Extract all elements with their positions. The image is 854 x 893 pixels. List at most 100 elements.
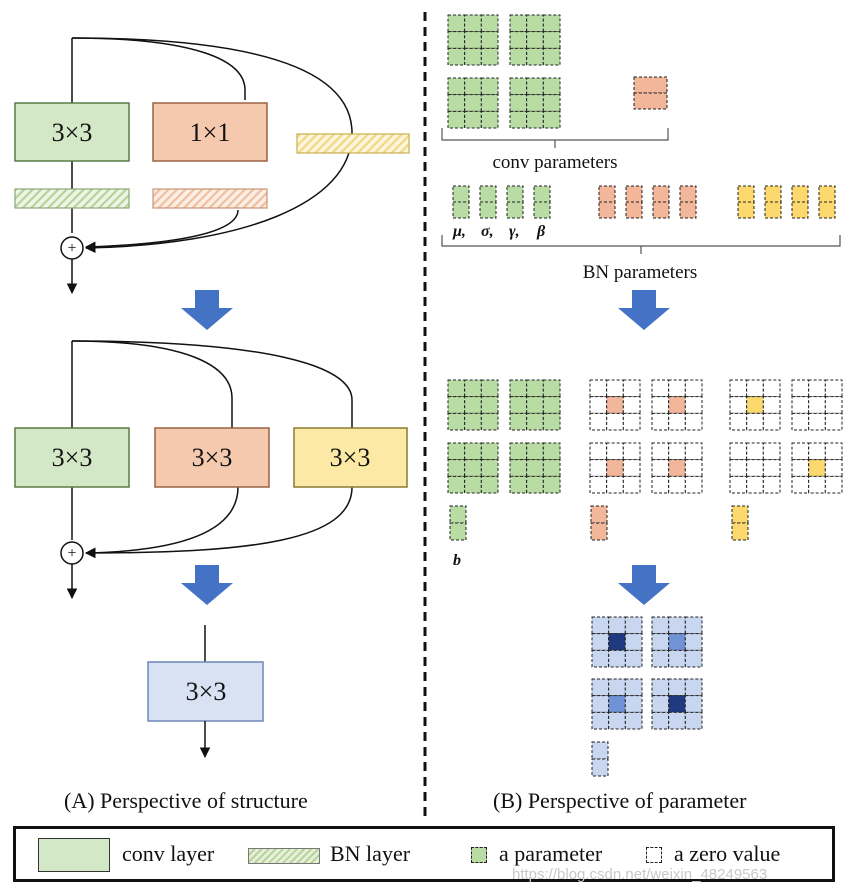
- identity-kernel-cell: [746, 379, 764, 398]
- bias-green-cell: [449, 505, 467, 524]
- final-blue-kernel-cell: [684, 695, 703, 713]
- padded-1x1-kernel-cell: [622, 412, 641, 431]
- conv-brace: [441, 128, 669, 148]
- conv-param-green-kernel-cell: [464, 110, 482, 129]
- conv-1x1-label: 1×1: [190, 118, 231, 147]
- padded-1x1-kernel-cell: [668, 396, 686, 414]
- parameter-grids: [447, 14, 843, 777]
- conv-3x3-box: [14, 102, 130, 162]
- padded-1x1-kernel-cell: [651, 412, 670, 431]
- identity-kernel-cell: [824, 459, 843, 477]
- conv-param-green-kernel-cell: [464, 47, 482, 66]
- bn-symbol-mu: μ,: [452, 223, 466, 240]
- conv-parameters-label: conv parameters: [492, 152, 617, 173]
- final-blue-kernel-cell: [624, 711, 643, 730]
- conv-param-green-kernel-cell: [480, 14, 499, 33]
- conv-param-green-kernel-cell: [464, 14, 482, 33]
- conv-3x3-orange-label: 3×3: [192, 443, 233, 472]
- identity-kernel-cell: [729, 459, 748, 477]
- conv-param-green-kernel-cell: [509, 14, 528, 33]
- bn-param-orange-cell: [598, 185, 616, 203]
- identity-kernel-cell: [791, 412, 810, 431]
- caption-structure: (A) Perspective of structure: [64, 788, 308, 813]
- fused-green-kernel-cell: [480, 442, 499, 461]
- bn-param-orange-cell: [652, 185, 670, 203]
- padded-1x1-kernel-cell: [606, 475, 624, 494]
- padded-1x1-kernel-cell: [668, 442, 686, 461]
- legend-parameter-label: a parameter: [499, 841, 603, 866]
- final-blue-kernel-cell: [668, 695, 686, 713]
- identity-kernel-cell: [746, 475, 764, 494]
- identity-kernel-cell: [762, 379, 781, 398]
- conv-param-green-kernel-cell: [447, 14, 466, 33]
- fused-green-kernel-cell: [509, 396, 528, 414]
- final-blue-kernel-cell: [684, 711, 703, 730]
- fused-green-kernel-cell: [480, 475, 499, 494]
- conv-param-green-kernel-cell: [542, 77, 561, 96]
- final-blue-kernel-cell: [608, 678, 626, 697]
- padded-1x1-kernel-cell: [589, 396, 608, 414]
- identity-kernel-cell: [791, 475, 810, 494]
- identity-kernel-cell: [824, 396, 843, 414]
- conv-param-green-kernel-cell: [480, 77, 499, 96]
- conv-param-green-kernel-cell: [542, 14, 561, 33]
- conv-3x3-green-box: [14, 427, 130, 488]
- fused-green-kernel-cell: [542, 379, 561, 398]
- conv-param-green-kernel-cell: [480, 110, 499, 129]
- conv-param-green-kernel-cell: [464, 77, 482, 96]
- conv-param-green-kernel-cell: [526, 110, 544, 129]
- conv-param-green-kernel-cell: [509, 94, 528, 112]
- bias-orange-cell: [590, 522, 608, 541]
- bn-param-orange-cell: [625, 185, 643, 203]
- bn-symbol-gamma: γ,: [509, 223, 520, 240]
- padded-1x1-kernel-cell: [684, 442, 703, 461]
- padded-1x1-kernel-cell: [651, 396, 670, 414]
- identity-kernel-cell: [746, 459, 764, 477]
- padded-1x1-kernel-cell: [606, 379, 624, 398]
- padded-1x1-kernel-cell: [668, 379, 686, 398]
- identity-kernel-cell: [746, 442, 764, 461]
- padded-1x1-kernel-cell: [622, 442, 641, 461]
- final-blue-kernel-cell: [668, 678, 686, 697]
- conv-param-green-kernel-cell: [542, 110, 561, 129]
- bn-param-green-cell: [452, 201, 470, 219]
- fused-green-kernel-cell: [542, 442, 561, 461]
- sum-symbol-1: +: [67, 240, 76, 257]
- final-blue-kernel-cell: [608, 695, 626, 713]
- padded-1x1-kernel-cell: [684, 379, 703, 398]
- padded-1x1-kernel-cell: [668, 475, 686, 494]
- fused-green-kernel-cell: [447, 442, 466, 461]
- fused-green-kernel-cell: [526, 379, 544, 398]
- identity-kernel-cell: [746, 396, 764, 414]
- conv-3x3-label: 3×3: [52, 118, 93, 147]
- padded-1x1-kernel-cell: [589, 459, 608, 477]
- fused-green-kernel-cell: [447, 459, 466, 477]
- conv-3x3-blue-label: 3×3: [186, 677, 227, 706]
- identity-kernel-cell: [824, 475, 843, 494]
- final-blue-kernel-cell: [624, 695, 643, 713]
- padded-1x1-kernel-cell: [606, 412, 624, 431]
- final-blue-kernel-cell: [651, 695, 670, 713]
- bias-yellow-cell: [731, 505, 749, 524]
- bias-green-cell: [449, 522, 467, 541]
- parameter-labels: conv parameters μ, σ, γ, β BN parameters…: [441, 128, 841, 569]
- identity-kernel-cell: [824, 442, 843, 461]
- bn-layer-orange: [152, 188, 268, 209]
- fused-green-kernel-cell: [509, 475, 528, 494]
- conv-param-green-kernel-cell: [509, 47, 528, 66]
- bn-layer-green: [14, 188, 130, 209]
- bn-brace: [441, 235, 841, 254]
- fused-green-kernel-cell: [542, 412, 561, 431]
- fused-green-kernel-cell: [542, 459, 561, 477]
- final-blue-kernel-cell: [684, 649, 703, 668]
- final-blue-kernel-cell: [651, 711, 670, 730]
- identity-kernel-cell: [762, 396, 781, 414]
- final-blue-kernel-cell: [591, 649, 610, 668]
- padded-1x1-kernel-cell: [684, 459, 703, 477]
- conv-param-green-kernel-cell: [526, 94, 544, 112]
- bn-symbol-sigma: σ,: [481, 223, 494, 240]
- conv-3x3-green-label: 3×3: [52, 443, 93, 472]
- conv-param-orange-1x1-cell: [633, 76, 668, 94]
- padded-1x1-kernel-cell: [622, 396, 641, 414]
- conv-param-green-kernel-cell: [509, 110, 528, 129]
